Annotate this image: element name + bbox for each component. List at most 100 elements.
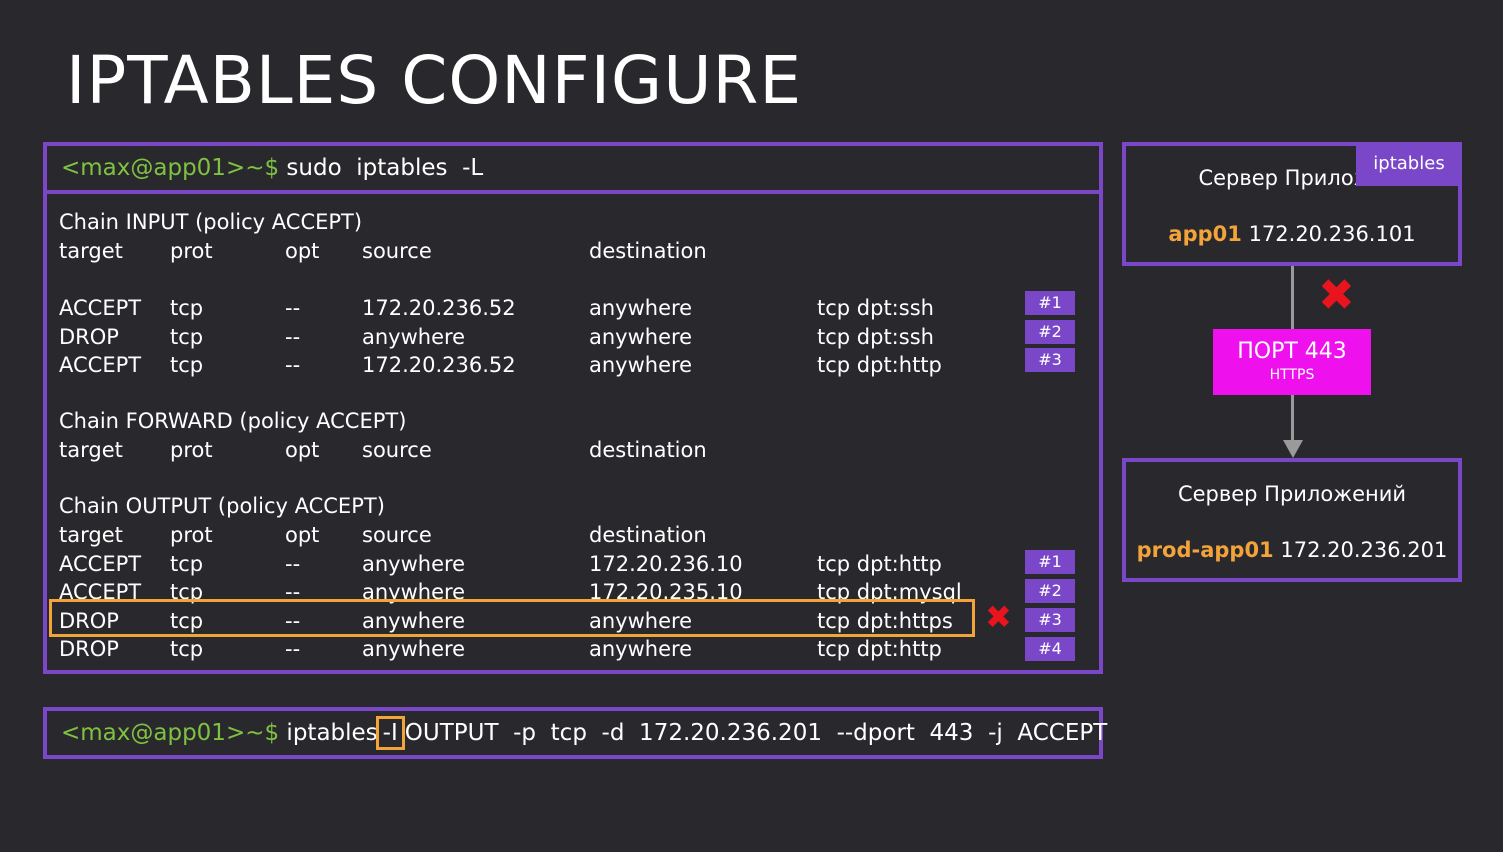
- port-subtitle: HTTPS: [1269, 367, 1315, 383]
- table-row: DROP tcp -- anywhere anywhere tcp dpt:ht…: [47, 635, 1047, 663]
- column-header-row: target prot opt source destination: [47, 436, 1047, 464]
- chain-output-header: Chain OUTPUT (policy ACCEPT): [59, 494, 385, 518]
- col-source: source: [362, 239, 432, 263]
- cell-extra: tcp dpt:https: [817, 609, 953, 633]
- cell-target: DROP: [59, 609, 119, 633]
- app-server-box: Сервер Приложе app01 172.20.236.101 ipta…: [1122, 142, 1462, 266]
- col-opt: opt: [285, 523, 320, 547]
- cell-prot: tcp: [170, 609, 204, 633]
- iptables-tag: iptables: [1356, 146, 1458, 186]
- column-header-row: target prot opt source destination: [47, 521, 1047, 549]
- connector-line: [1291, 266, 1294, 329]
- cell-opt: --: [285, 609, 301, 633]
- insert-flag: -I: [375, 716, 405, 750]
- rule-number-badge: #3: [1025, 608, 1075, 632]
- cell-source: anywhere: [362, 609, 466, 633]
- terminal-prompt: <max@app01>~$: [61, 155, 280, 181]
- terminal-prompt: <max@app01>~$: [61, 720, 280, 746]
- col-opt: opt: [285, 438, 320, 462]
- server-label: Сервер Приложе: [1198, 166, 1386, 190]
- server-address: app01 172.20.236.101: [1126, 222, 1458, 246]
- cell-extra: tcp dpt:http: [817, 552, 942, 576]
- command-post: OUTPUT -p tcp -d 172.20.236.201 --dport …: [404, 720, 1108, 746]
- connector-line: [1291, 395, 1294, 445]
- col-prot: prot: [170, 239, 213, 263]
- col-source: source: [362, 523, 432, 547]
- cell-prot: tcp: [170, 637, 204, 661]
- table-row-highlighted: DROP tcp -- anywhere anywhere tcp dpt:ht…: [47, 607, 1047, 635]
- cell-extra: tcp dpt:http: [817, 353, 942, 377]
- col-prot: prot: [170, 523, 213, 547]
- cell-source: anywhere: [362, 552, 466, 576]
- terminal-command-bar[interactable]: <max@app01>~$ sudo iptables -L: [43, 142, 1103, 194]
- cell-extra: tcp dpt:ssh: [817, 325, 934, 349]
- arrow-down-icon: [1283, 440, 1303, 458]
- col-destination: destination: [589, 523, 707, 547]
- cell-opt: --: [285, 552, 301, 576]
- cell-source: anywhere: [362, 325, 466, 349]
- server-ip: 172.20.236.201: [1273, 538, 1448, 562]
- rule-number-badge: #1: [1025, 291, 1075, 315]
- terminal-command: sudo iptables -L: [279, 155, 484, 181]
- cell-prot: tcp: [170, 353, 204, 377]
- col-target: target: [59, 239, 123, 263]
- server-name: prod-app01: [1136, 538, 1274, 562]
- cell-prot: tcp: [170, 552, 204, 576]
- rule-number-badge: #3: [1025, 348, 1075, 372]
- cell-source: 172.20.236.52: [362, 353, 516, 377]
- table-row: ACCEPT tcp -- 172.20.236.52 anywhere tcp…: [47, 294, 1047, 322]
- col-destination: destination: [589, 239, 707, 263]
- port-title: ПОРТ 443: [1237, 339, 1347, 364]
- cell-extra: tcp dpt:ssh: [817, 296, 934, 320]
- page-title: IPTABLES CONFIGURE: [66, 42, 803, 119]
- server-name: app01: [1168, 222, 1242, 246]
- col-target: target: [59, 523, 123, 547]
- cell-opt: --: [285, 353, 301, 377]
- highlighted-rule-frame: [49, 599, 975, 637]
- cell-target: ACCEPT: [59, 353, 142, 377]
- column-header-row: target prot opt source destination: [47, 237, 1047, 265]
- port-443-box: ПОРТ 443 HTTPS: [1213, 329, 1371, 395]
- rule-number-badge: #2: [1025, 320, 1075, 344]
- server-label: Сервер Приложений: [1177, 482, 1407, 506]
- cell-opt: --: [285, 296, 301, 320]
- cell-destination: anywhere: [589, 637, 693, 661]
- iptables-listing: Chain INPUT (policy ACCEPT) target prot …: [43, 190, 1103, 674]
- rule-number-badge: #1: [1025, 550, 1075, 574]
- cell-opt: --: [285, 637, 301, 661]
- table-row: DROP tcp -- anywhere anywhere tcp dpt:ss…: [47, 323, 1047, 351]
- x-mark-icon: ✖: [1318, 270, 1355, 321]
- cell-destination: anywhere: [589, 325, 693, 349]
- col-prot: prot: [170, 438, 213, 462]
- cell-prot: tcp: [170, 296, 204, 320]
- table-row: ACCEPT tcp -- anywhere 172.20.236.10 tcp…: [47, 550, 1047, 578]
- cell-target: DROP: [59, 325, 119, 349]
- chain-input-header: Chain INPUT (policy ACCEPT): [59, 210, 363, 234]
- cell-target: DROP: [59, 637, 119, 661]
- server-ip: 172.20.236.101: [1241, 222, 1416, 246]
- cell-source: anywhere: [362, 637, 466, 661]
- x-mark-icon: ✖: [985, 598, 1012, 636]
- col-target: target: [59, 438, 123, 462]
- command-pre: iptables: [279, 720, 378, 746]
- cell-destination: anywhere: [589, 353, 693, 377]
- cell-prot: tcp: [170, 325, 204, 349]
- server-address: prod-app01 172.20.236.201: [1126, 538, 1458, 562]
- prod-server-box: Сервер Приложений prod-app01 172.20.236.…: [1122, 458, 1462, 582]
- cell-target: ACCEPT: [59, 552, 142, 576]
- cell-source: 172.20.236.52: [362, 296, 516, 320]
- col-destination: destination: [589, 438, 707, 462]
- col-opt: opt: [285, 239, 320, 263]
- cell-opt: --: [285, 325, 301, 349]
- rule-number-badge: #4: [1025, 637, 1075, 661]
- cell-destination: 172.20.236.10: [589, 552, 743, 576]
- cell-destination: anywhere: [589, 609, 693, 633]
- cell-opt: --: [285, 580, 301, 604]
- cell-destination: anywhere: [589, 296, 693, 320]
- table-row: ACCEPT tcp -- 172.20.236.52 anywhere tcp…: [47, 351, 1047, 379]
- col-source: source: [362, 438, 432, 462]
- rule-number-badge: #2: [1025, 579, 1075, 603]
- cell-target: ACCEPT: [59, 296, 142, 320]
- cell-extra: tcp dpt:http: [817, 637, 942, 661]
